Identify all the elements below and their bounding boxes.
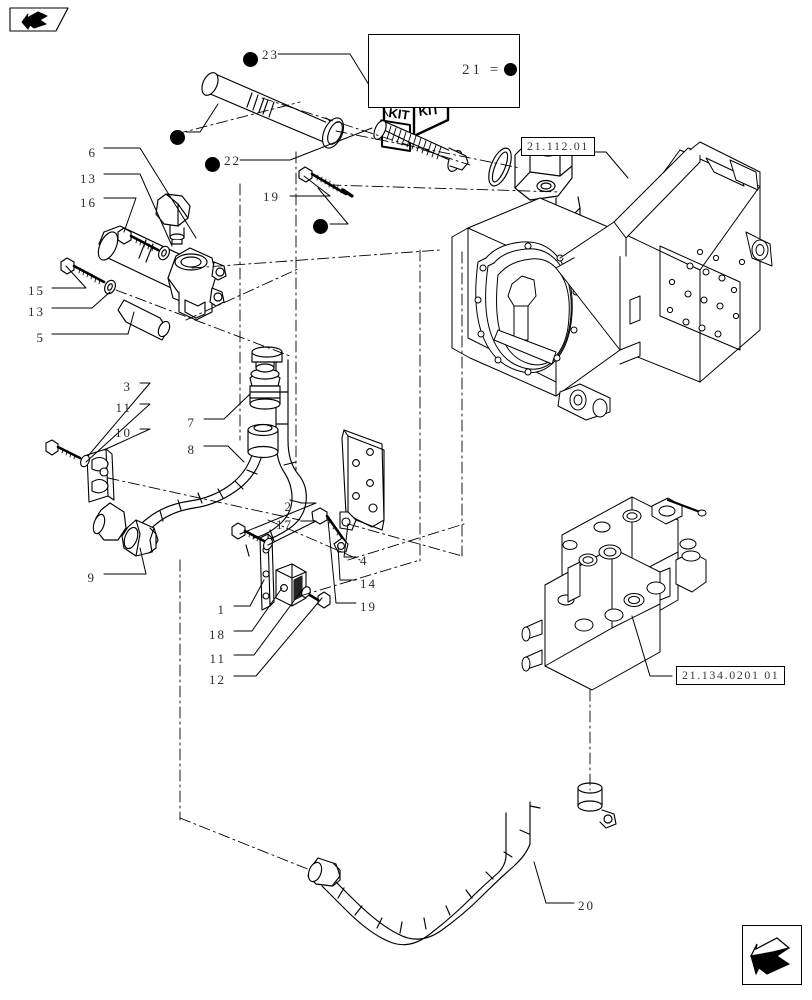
assembly-center-lines: [107, 97, 591, 871]
pipe-clamp: [45, 439, 115, 503]
kit-bullet-23: [243, 52, 258, 67]
callout-10: 10: [115, 425, 132, 440]
kit-legend-text: 21 =: [462, 62, 502, 78]
callout-9: 9: [87, 570, 96, 585]
kit-bullet-22: [205, 157, 220, 172]
kit-bullet-19: [313, 219, 328, 234]
reference-box-transmission[interactable]: 21.112.01: [521, 137, 595, 156]
callout-2: 2: [284, 499, 293, 514]
long-delivery-hose: [307, 782, 617, 946]
callout-14: 14: [360, 576, 377, 591]
page-flip-arrow-icon-bottom-right: [742, 925, 802, 985]
callout-11-a: 11: [115, 400, 132, 415]
callout-3: 3: [123, 379, 132, 394]
page-flip-arrow-icon-top-left: [9, 7, 69, 32]
hydraulic-pump: [60, 193, 227, 341]
callout-23: 23: [262, 47, 279, 62]
callout-6: 6: [88, 145, 97, 160]
callout-4: 4: [360, 553, 369, 568]
callout-22: 22: [224, 153, 241, 168]
callout-13-b: 13: [28, 304, 45, 319]
callout-17: 17: [276, 517, 293, 532]
kit-label-left-text: KIT: [388, 105, 411, 123]
reference-box-valve[interactable]: 21.134.0201 01: [676, 666, 786, 685]
delivery-pipe-upper: [92, 454, 263, 557]
kit-bullet-unlabeled-1: [170, 130, 185, 145]
callout-13-a: 13: [80, 171, 97, 186]
transmission-housing: [451, 141, 773, 421]
kit-legend-equation: 21 =: [462, 62, 518, 79]
control-valve-block: [521, 496, 707, 691]
kit-legend-box: [368, 34, 520, 108]
callout-20: 20: [578, 898, 595, 913]
callout-8: 8: [187, 442, 196, 457]
callout-1: 1: [217, 602, 226, 617]
callout-5: 5: [36, 330, 45, 345]
callout-12: 12: [209, 672, 226, 687]
callout-11-b: 11: [209, 651, 226, 666]
delivery-pipe-lower: [245, 346, 307, 557]
callout-18: 18: [209, 627, 226, 642]
callout-16: 16: [80, 195, 97, 210]
kit-legend-dot-icon: [504, 63, 518, 76]
callout-19-a: 19: [263, 189, 280, 204]
callout-7: 7: [187, 415, 196, 430]
callout-leader-lines: [51, 53, 673, 904]
small-bracket-clamp: [231, 507, 349, 611]
mounting-bracket-plate: [339, 429, 385, 531]
callout-19-b: 19: [360, 599, 377, 614]
callout-15: 15: [28, 283, 45, 298]
